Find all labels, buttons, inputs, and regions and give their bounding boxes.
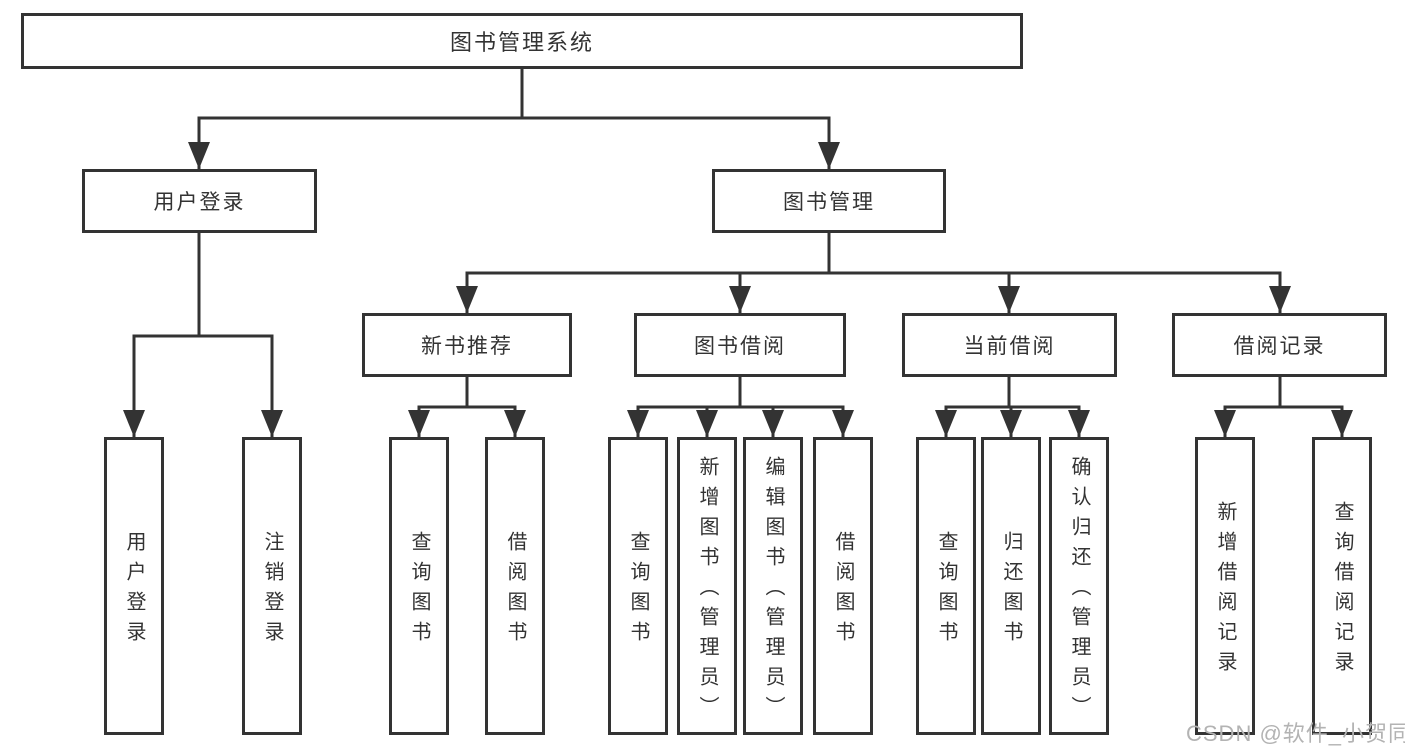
node-leaf-return-books: 归还图书 [981,437,1041,735]
node-leaf-add-books-admin: 新增图书（管理员） [677,437,737,735]
node-root: 图书管理系统 [21,13,1023,69]
node-leaf-edit-books-admin: 编辑图书（管理员） [743,437,803,735]
node-leaf-borrow-books-recommend: 借阅图书 [485,437,545,735]
node-leaf-logout: 注销登录 [242,437,302,735]
node-new-book-recommendation: 新书推荐 [362,313,572,377]
node-leaf-add-borrow-record: 新增借阅记录 [1195,437,1255,735]
node-leaf-query-borrow-record: 查询借阅记录 [1312,437,1372,735]
node-leaf-query-books-borrow: 查询图书 [608,437,668,735]
watermark: CSDN @软件_小贺同学 [1186,721,1405,746]
node-user-login: 用户登录 [82,169,317,233]
node-borrowing-records: 借阅记录 [1172,313,1387,377]
node-leaf-borrow-books: 借阅图书 [813,437,873,735]
node-current-borrowing: 当前借阅 [902,313,1117,377]
node-leaf-query-books-recommend: 查询图书 [389,437,449,735]
node-leaf-confirm-return-admin: 确认归还（管理员） [1049,437,1109,735]
node-book-borrowing: 图书借阅 [634,313,846,377]
node-leaf-query-books-current: 查询图书 [916,437,976,735]
node-leaf-user-login: 用户登录 [104,437,164,735]
node-book-management: 图书管理 [712,169,946,233]
